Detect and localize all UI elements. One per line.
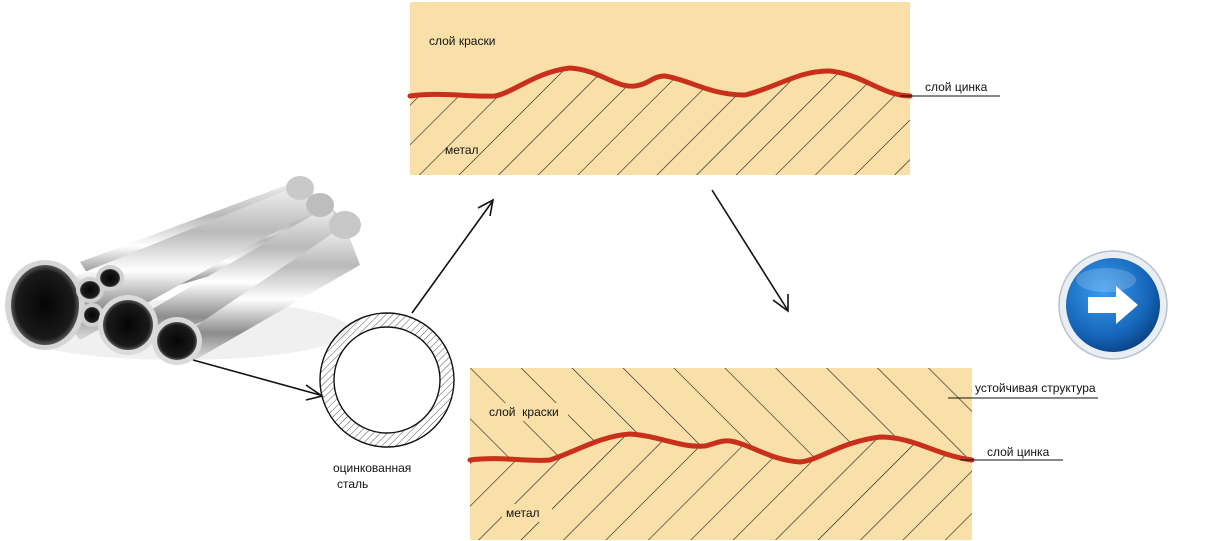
- arrow-right-icon: [1058, 250, 1168, 360]
- pipe-section-label-line1: оцинкованная: [333, 461, 411, 475]
- pipe-section-label-line2: сталь: [337, 477, 368, 491]
- top-layer-panel: [407, 2, 1000, 175]
- bottom-structure-label: устойчивая структура: [975, 381, 1096, 395]
- arrow-top-to-bottom-panel: [711, 189, 789, 313]
- arrow-section-to-top-panel: [411, 198, 495, 314]
- bottom-metal-label: метал: [506, 506, 540, 520]
- bottom-zinc-label: слой цинка: [987, 445, 1050, 459]
- top-metal-label: метал: [445, 143, 479, 157]
- bottom-layer-panel: [467, 368, 1098, 540]
- next-button[interactable]: [1058, 250, 1168, 360]
- top-paint-label: слой краски: [429, 34, 495, 48]
- bottom-paint-label: слой краски: [489, 405, 559, 419]
- bottom-zinc-layer-line: [467, 431, 975, 465]
- top-zinc-layer-line: [407, 65, 913, 99]
- top-label-mask-metal: [502, 504, 552, 522]
- top-label-mask-paint: [486, 403, 568, 421]
- flow-arrows: [192, 189, 789, 401]
- top-zinc-label: слой цинка: [925, 80, 988, 94]
- steel-pipes-image: [5, 176, 361, 365]
- arrow-pipes-to-section: [192, 359, 324, 401]
- pipe-cross-section: [319, 312, 455, 448]
